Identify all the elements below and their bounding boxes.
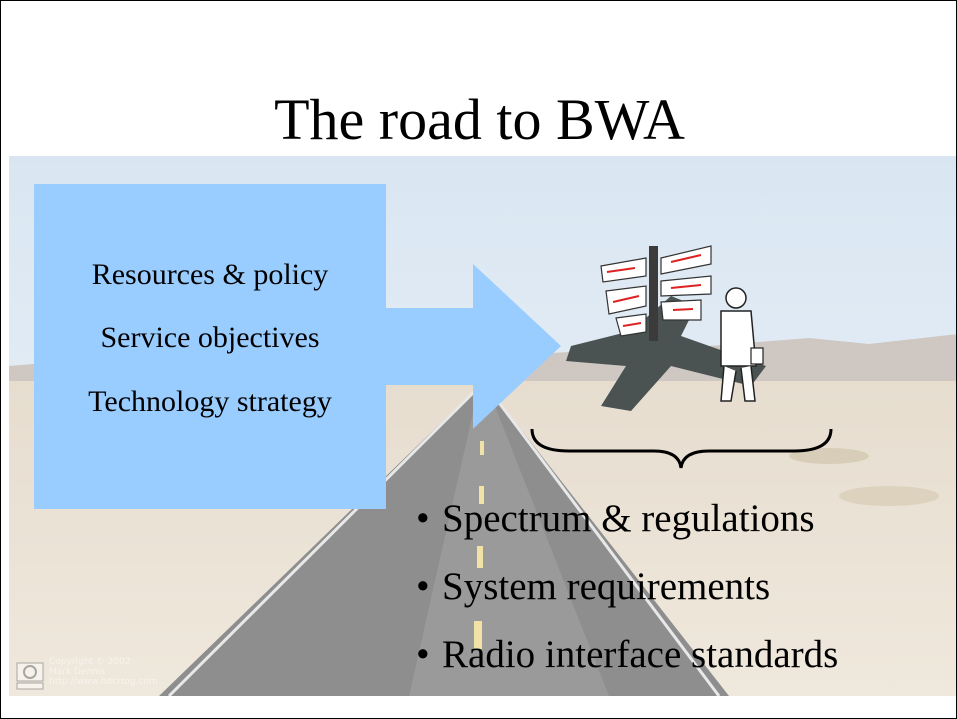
watermark-line: http://www.hdcrtog.com [49,677,158,687]
signpost-person-icon [566,245,766,411]
slide-title: The road to BWA [274,87,685,152]
left-item-technology: Technology strategy [88,385,332,418]
camera-icon [16,662,44,690]
input-box [34,184,386,509]
bullet-item-radio: •Radio interface standards [416,633,839,676]
left-item-resources: Resources & policy [91,258,329,291]
bullet-dot: • [416,565,430,608]
bullet-item-system: •System requirements [416,565,771,608]
watermark-line: Mark Dennis [49,667,106,677]
bullet-item-spectrum: •Spectrum & regulations [416,497,815,540]
bullet-list: •Spectrum & regulations •System requirem… [416,496,956,700]
camera-watermark-logo: Copyright © 2002 Mark Dennis http://www.… [15,655,158,693]
left-item-service: Service objectives [100,321,320,354]
watermark-line: Copyright © 2002 [49,657,131,667]
bullet-dot: • [416,497,430,540]
bullet-dot: • [416,633,430,676]
curly-brace-icon [530,428,833,469]
